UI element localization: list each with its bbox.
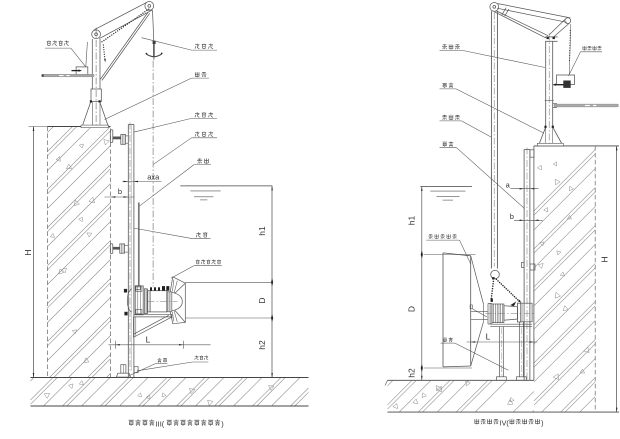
svg-text:h2: h2 (407, 368, 417, 378)
svg-text:H: H (600, 256, 610, 262)
svg-text:): ) (541, 419, 543, 428)
svg-text:b: b (510, 212, 514, 221)
svg-text:IV(: IV( (500, 419, 510, 428)
svg-text:b: b (118, 187, 122, 196)
svg-text:h2: h2 (257, 340, 267, 350)
svg-text:h1: h1 (257, 226, 267, 236)
svg-text:III(: III( (156, 420, 165, 429)
svg-text:axa: axa (147, 173, 160, 182)
svg-text:H: H (23, 249, 33, 255)
svg-text:h1: h1 (407, 216, 417, 226)
svg-text:): ) (221, 420, 223, 429)
svg-text:D: D (257, 297, 267, 303)
svg-text:D: D (407, 306, 417, 312)
svg-text:L: L (146, 335, 151, 345)
svg-text:a: a (506, 181, 511, 190)
svg-text:L: L (486, 332, 491, 342)
